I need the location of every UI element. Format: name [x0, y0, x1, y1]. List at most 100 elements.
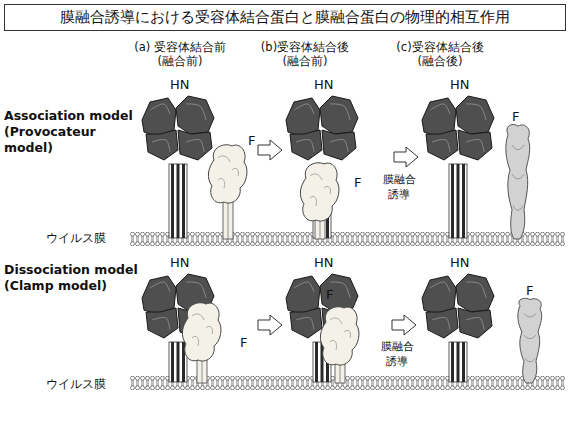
hn-stalk: [449, 342, 467, 382]
hn-surface-detail: [466, 282, 486, 298]
hn-protein: HN: [420, 256, 496, 383]
hn-head: [422, 96, 494, 160]
f-stalk-helix: [228, 200, 229, 239]
protein-name: F: [240, 336, 247, 350]
hn-subunit: [456, 96, 494, 134]
hn-surface-detail: [150, 282, 170, 292]
f-surface-detail: [525, 358, 535, 361]
hn-surface-detail: [294, 282, 314, 292]
protein-name: HN: [170, 256, 190, 270]
protein-name: F: [248, 134, 255, 148]
f-surface-detail: [524, 335, 536, 338]
step-arrow: [392, 315, 416, 335]
hn-stalk-helix: [451, 342, 454, 382]
hn-stalk-helix: [451, 164, 454, 238]
step-arrow: [394, 147, 418, 167]
f-prefusion-head: [300, 163, 339, 221]
hn-surface-detail: [432, 139, 450, 152]
hn-surface-detail: [150, 104, 170, 114]
hn-subunit: [320, 96, 358, 134]
hn-subunit: [286, 98, 320, 136]
hn-surface-detail: [466, 104, 486, 120]
hn-subunit: [178, 130, 212, 160]
f-prefusion-outline: [320, 307, 359, 365]
f-protein: F: [496, 110, 538, 239]
hn-surface-detail: [430, 104, 450, 114]
f-prefusion-outline: [300, 163, 339, 221]
f-stalk-helix: [202, 358, 203, 383]
hn-subunit: [456, 274, 494, 312]
hn-surface-detail: [330, 104, 350, 120]
protein-name: HN: [450, 78, 470, 92]
f-surface-detail: [512, 145, 524, 150]
f-prefusion-head: [320, 307, 359, 365]
f-protein: F: [206, 132, 258, 239]
protein-shape: [420, 78, 496, 239]
f-surface-detail: [192, 314, 204, 320]
hn-head: [422, 274, 494, 338]
column-header: (b)受容体結合後 (融合前): [259, 40, 351, 68]
f-protein: F: [508, 284, 550, 383]
f-surface-detail: [218, 156, 230, 162]
hn-surface-detail: [466, 317, 484, 330]
hn-subunit: [290, 130, 322, 160]
column-header: (a) 受容体結合前 (融合前): [134, 40, 226, 68]
hn-subunit: [322, 130, 356, 160]
protein-shape: [180, 298, 248, 383]
hn-subunit: [142, 276, 176, 314]
f-surface-detail: [206, 326, 213, 334]
hn-stalk: [449, 164, 467, 238]
lipid-bilayer: [130, 232, 565, 246]
protein-name: F: [354, 176, 361, 190]
f-surface-detail: [232, 168, 239, 176]
f-surface-detail: [324, 186, 331, 194]
step-arrow: [258, 315, 282, 335]
hn-stalk-helix: [171, 164, 174, 238]
hn-subunit: [422, 98, 456, 136]
f-postfusion-outline: [518, 298, 542, 383]
f-surface-detail: [218, 178, 225, 188]
hn-subunit: [458, 308, 492, 338]
hn-surface-detail: [152, 139, 170, 152]
f-stalk: [223, 198, 233, 239]
f-surface-detail: [524, 313, 536, 316]
protein-name: HN: [314, 256, 334, 270]
protein-name: F: [512, 110, 519, 124]
hn-surface-detail: [152, 317, 170, 330]
hn-head: [142, 96, 214, 160]
hn-surface-detail: [330, 139, 348, 152]
step-arrow: [258, 140, 282, 160]
protein-shape: [206, 132, 258, 239]
hn-stalk: [169, 164, 187, 238]
f-postfusion: [518, 298, 542, 383]
hn-stalk-helix: [462, 342, 465, 382]
hn-surface-detail: [186, 139, 204, 152]
hn-subunit: [146, 308, 178, 338]
f-surface-detail: [330, 318, 342, 324]
f-prefusion-head: [182, 303, 221, 361]
protein-name: HN: [314, 78, 334, 92]
f-prefusion-outline: [208, 145, 247, 203]
hn-subunit: [422, 276, 456, 314]
hn-stalk-helix: [457, 342, 460, 382]
f-surface-detail: [310, 196, 317, 206]
column-header: (c)受容体結合後 (融合後): [394, 40, 486, 68]
model-name: Association model (Provocateur model): [4, 108, 144, 156]
protein-shape: [496, 110, 538, 239]
hn-subunit: [426, 130, 458, 160]
figure-title: 膜融合誘導における受容体結合蛋白と膜融合蛋白の物理的相互作用: [4, 4, 566, 31]
hn-subunit: [146, 130, 178, 160]
hn-head: [286, 96, 358, 160]
hn-surface-detail: [430, 282, 450, 292]
hn-stalk-helix: [182, 164, 185, 238]
hn-surface-detail: [296, 317, 314, 330]
f-prefusion-outline: [182, 303, 221, 361]
hn-subunit: [458, 130, 492, 160]
model-name: Dissociation model (Clamp model): [4, 262, 144, 294]
hn-subunit: [286, 276, 320, 314]
step-label: 膜融合 誘導: [381, 172, 417, 202]
hn-stalk-helix: [177, 164, 180, 238]
protein-name: F: [526, 284, 533, 298]
protein-shape: [508, 284, 550, 383]
hn-subunit: [176, 96, 214, 134]
